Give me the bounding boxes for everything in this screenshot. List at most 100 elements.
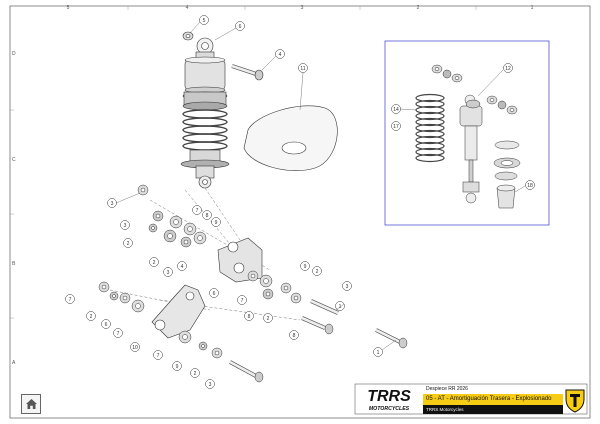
linkage-rocker <box>217 237 263 283</box>
svg-text:2: 2 <box>153 260 156 266</box>
leader-lines <box>115 21 526 351</box>
callout-4: 4 <box>275 49 285 59</box>
callout-12: 12 <box>503 63 513 73</box>
inset-frame <box>384 40 550 226</box>
grid-row-label: C <box>12 157 16 163</box>
drawing-title: 05 - AT - Amortiguación Trasera - Explos… <box>423 394 563 405</box>
home-button[interactable] <box>21 394 41 414</box>
callouts: 5 6 4 11 3 3 2 7 8 9 2 3 4 6 7 8 2 9 2 3… <box>65 15 535 389</box>
callout-9c: 9 <box>172 361 182 371</box>
svg-text:3: 3 <box>167 270 170 276</box>
callout-2f: 2 <box>190 368 200 378</box>
svg-text:14: 14 <box>393 107 399 113</box>
grid-col-label: 3 <box>301 5 304 11</box>
callout-6c: 6 <box>101 319 111 329</box>
svg-text:18: 18 <box>527 183 533 189</box>
svg-text:6: 6 <box>213 291 216 297</box>
callout-9b: 9 <box>300 261 310 271</box>
callout-3c: 3 <box>163 267 173 277</box>
callout-3b: 3 <box>120 220 130 230</box>
callout-2d: 2 <box>312 266 322 276</box>
grid-col-label: 4 <box>186 5 189 11</box>
callout-3e: 3 <box>205 379 215 389</box>
callout-17: 17 <box>391 121 401 131</box>
drawing-model: Despiece RR 2026 <box>426 386 468 392</box>
svg-text:3: 3 <box>111 201 114 207</box>
callout-8b: 8 <box>244 311 254 321</box>
trrs-shield-icon <box>563 384 587 414</box>
callout-9: 9 <box>211 217 221 227</box>
grid-col-label: 5 <box>67 5 70 11</box>
callout-2b: 2 <box>149 257 159 267</box>
callout-7: 7 <box>192 205 202 215</box>
callout-8: 8 <box>202 210 212 220</box>
grid-row-label: B <box>12 261 16 267</box>
svg-text:3: 3 <box>209 382 212 388</box>
callout-11: 11 <box>298 63 308 73</box>
callout-18: 18 <box>525 180 535 190</box>
brand-logo: TRRS MOTORCYCLES <box>355 384 423 414</box>
grid-col-label: 2 <box>417 5 420 11</box>
logo-text: TRRS <box>367 388 411 405</box>
svg-text:11: 11 <box>300 66 305 72</box>
title-block-frame <box>354 383 588 415</box>
drawing-company: TRRS Motorcycles <box>423 405 563 414</box>
svg-text:7: 7 <box>157 353 160 359</box>
bushing-cluster <box>98 184 302 359</box>
callout-7e: 7 <box>153 350 163 360</box>
svg-text:9: 9 <box>304 264 307 270</box>
svg-text:3: 3 <box>346 284 349 290</box>
callout-1b: 1 <box>373 347 383 357</box>
svg-text:4: 4 <box>181 264 184 270</box>
svg-text:2: 2 <box>267 316 270 322</box>
svg-text:7: 7 <box>241 298 244 304</box>
svg-text:9: 9 <box>176 364 179 370</box>
grid-row-label: D <box>12 51 16 57</box>
linkage-bolts <box>229 299 408 383</box>
grid-row-label: A <box>12 360 16 366</box>
svg-text:6: 6 <box>105 322 108 328</box>
grid-col-label: 1 <box>531 5 534 11</box>
inset-shock-exploded <box>415 64 521 209</box>
svg-text:4: 4 <box>279 52 282 58</box>
rear-shock-absorber <box>180 37 230 189</box>
logo-subtext: MOTORCYCLES <box>369 406 410 412</box>
callout-3: 3 <box>107 198 117 208</box>
callout-6b: 6 <box>209 288 219 298</box>
svg-text:9: 9 <box>215 220 218 226</box>
drawing-frame <box>9 5 591 419</box>
callout-14: 14 <box>391 104 401 114</box>
callout-2e: 2 <box>86 311 96 321</box>
svg-text:6: 6 <box>239 24 242 30</box>
svg-text:7: 7 <box>117 331 120 337</box>
svg-text:8: 8 <box>206 213 209 219</box>
callout-7b: 7 <box>237 295 247 305</box>
upper-mount-bolt <box>231 64 264 81</box>
svg-text:2: 2 <box>194 371 197 377</box>
svg-text:10: 10 <box>132 345 138 351</box>
svg-text:8: 8 <box>248 314 251 320</box>
svg-text:5: 5 <box>203 18 206 24</box>
callout-6: 6 <box>235 21 245 31</box>
callout-7d: 7 <box>113 328 123 338</box>
callout-5: 5 <box>199 15 209 25</box>
callout-2: 2 <box>123 238 133 248</box>
linkage-connecting-rod <box>151 284 206 339</box>
svg-text:3: 3 <box>124 223 127 229</box>
home-icon <box>25 399 37 409</box>
mud-flap-part <box>243 105 338 171</box>
callout-7c: 7 <box>65 294 75 304</box>
grid-ticks <box>10 6 477 319</box>
svg-text:12: 12 <box>505 66 511 72</box>
callout-3d: 3 <box>342 281 352 291</box>
svg-text:8: 8 <box>293 333 296 339</box>
svg-text:7: 7 <box>69 297 72 303</box>
svg-text:2: 2 <box>316 269 319 275</box>
svg-text:17: 17 <box>393 124 399 130</box>
callout-4b: 4 <box>177 261 187 271</box>
bushing-part <box>182 31 194 41</box>
callout-8c: 8 <box>289 330 299 340</box>
svg-text:2: 2 <box>90 314 93 320</box>
callout-10: 10 <box>130 342 140 352</box>
